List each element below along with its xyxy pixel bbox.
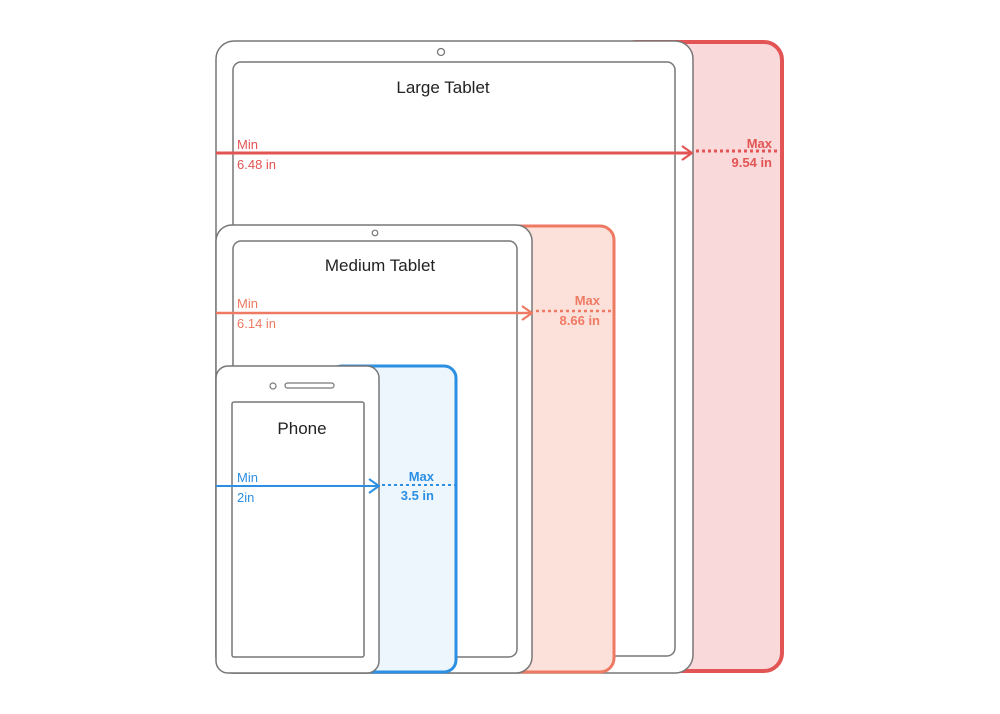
phone-min-value: 2in xyxy=(237,490,254,505)
large-tablet-max-value: 9.54 in xyxy=(732,155,773,170)
large-tablet-label: Large Tablet xyxy=(396,78,490,97)
large-tablet-min-label: Min xyxy=(237,137,258,152)
medium-tablet-max-value: 8.66 in xyxy=(560,313,601,328)
large-tablet-camera-icon xyxy=(436,47,446,57)
large-tablet-min-value: 6.48 in xyxy=(237,157,276,172)
medium-tablet-max-label: Max xyxy=(575,293,601,308)
phone-max-value: 3.5 in xyxy=(401,488,434,503)
phone-camera-icon xyxy=(269,382,277,390)
phone-label: Phone xyxy=(277,419,326,438)
phone-screen xyxy=(231,401,365,658)
medium-tablet-camera-icon xyxy=(371,229,379,237)
phone-group: Phone Min 2in Max 3.5 in xyxy=(215,364,458,674)
medium-tablet-label: Medium Tablet xyxy=(325,256,436,275)
phone-max-label: Max xyxy=(409,469,435,484)
phone-min-label: Min xyxy=(237,470,258,485)
medium-tablet-min-value: 6.14 in xyxy=(237,316,276,331)
medium-tablet-min-label: Min xyxy=(237,296,258,311)
phone-speaker-icon xyxy=(284,382,335,389)
large-tablet-max-label: Max xyxy=(747,136,773,151)
